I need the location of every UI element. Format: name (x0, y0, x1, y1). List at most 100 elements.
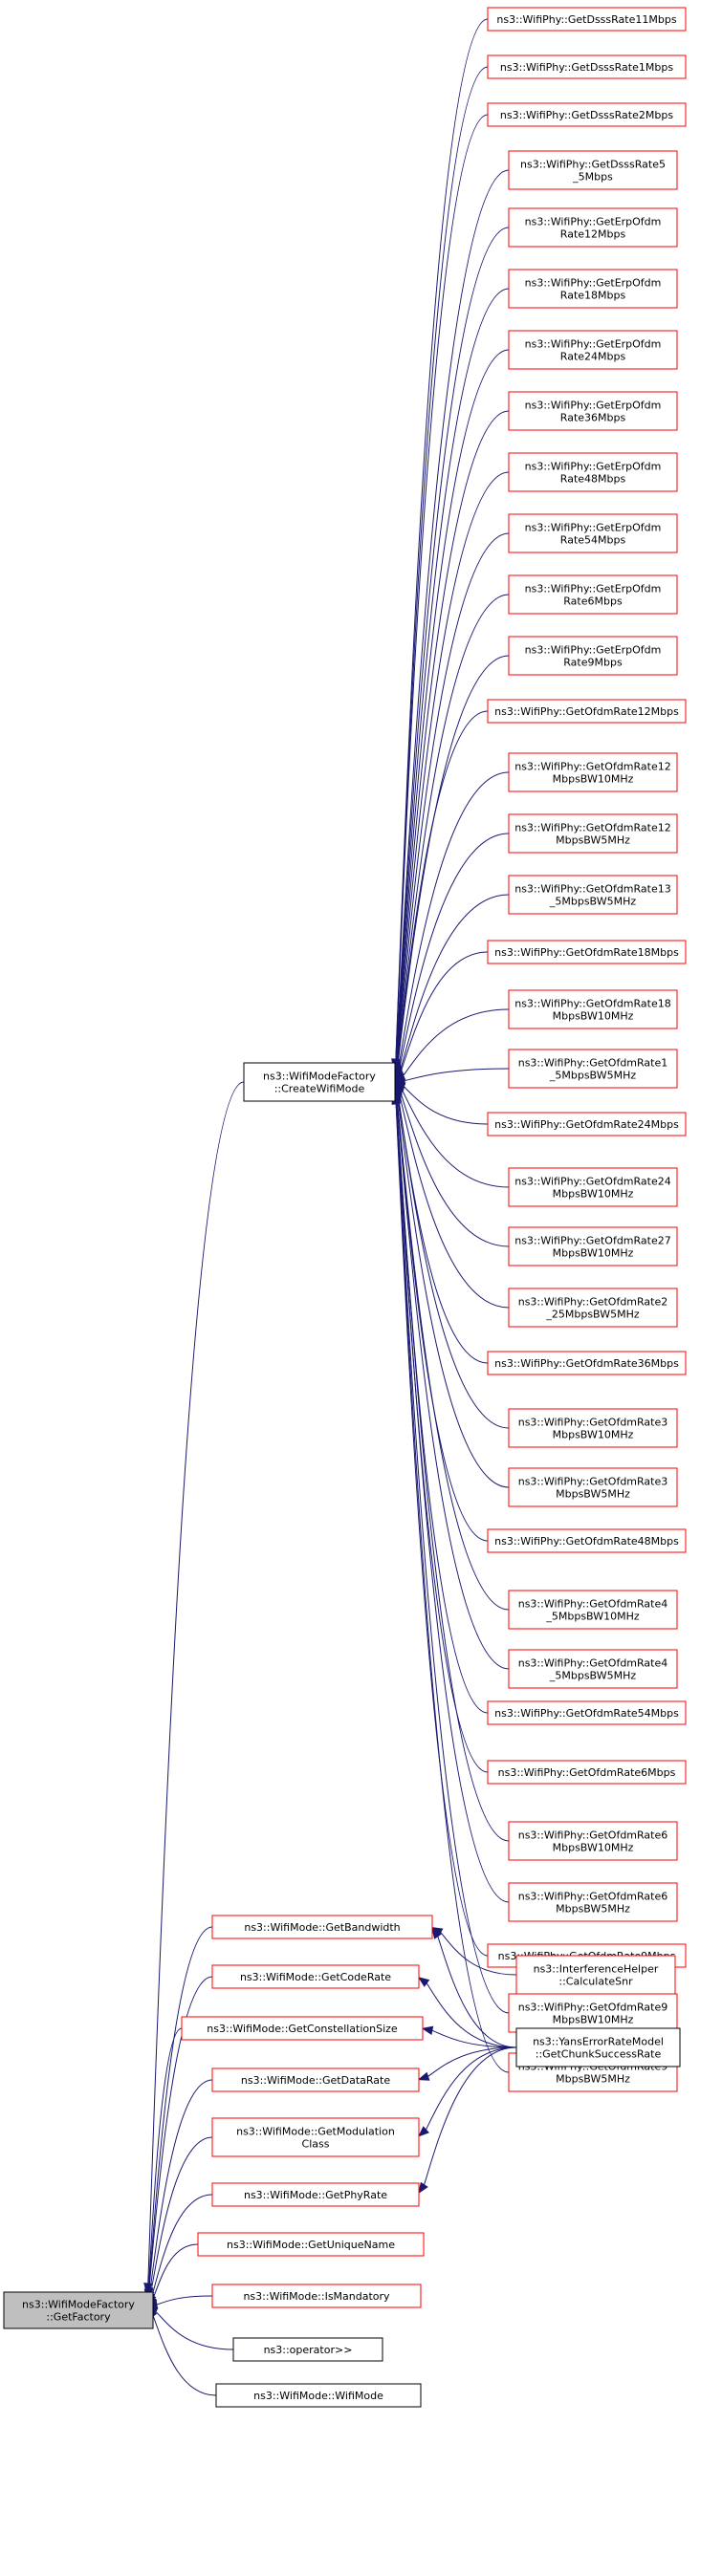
node-label: ns3::WifiPhy::GetErpOfdm (525, 644, 662, 657)
node-box (3, 2291, 154, 2329)
node-m_bw[interactable]: ns3::WifiMode::GetBandwidth (211, 1915, 433, 1939)
node-label: ns3::WifiMode::GetCodeRate (240, 1971, 391, 1983)
edge-yans-to-m_bw (431, 1927, 517, 2048)
node-label: ns3::WifiPhy::GetOfdmRate27 (514, 1235, 671, 1247)
edge-line (426, 1982, 517, 2048)
node-box (487, 102, 687, 127)
node-r1[interactable]: ns3::WifiPhy::GetDsssRate11Mbps (487, 7, 687, 32)
node-m_op[interactable]: ns3::operator>> (232, 2337, 383, 2362)
edge-line (424, 2046, 517, 2185)
node-label: ns3::WifiModeFactory (22, 2299, 135, 2311)
node-m_un[interactable]: ns3::WifiMode::GetUniqueName (197, 2232, 425, 2257)
node-label: ns3::WifiPhy::GetOfdmRate4 (518, 1598, 668, 1611)
node-box (508, 269, 678, 309)
node-m_cs[interactable]: ns3::WifiMode::GetConstellationSize (181, 2016, 424, 2041)
node-r29[interactable]: ns3::WifiPhy::GetOfdmRate4_5MbpsBW5MHz (508, 1649, 678, 1689)
edge-arrowhead (417, 2071, 430, 2081)
node-create[interactable]: ns3::WifiModeFactory::CreateWifiMode (243, 1062, 396, 1102)
node-box (211, 2284, 422, 2308)
node-label: ::CalculateSnr (558, 1976, 633, 1988)
node-label: ns3::WifiModeFactory (263, 1071, 376, 1083)
node-label: ns3::WifiPhy::GetOfdmRate2 (518, 1296, 668, 1309)
node-yans[interactable]: ns3::YansErrorRateModel::GetChunkSuccess… (515, 2027, 681, 2067)
node-m_dr[interactable]: ns3::WifiMode::GetDataRate (211, 2067, 420, 2092)
node-box (487, 1700, 687, 1725)
edge-line (397, 1094, 489, 1364)
edge-line (396, 1098, 510, 1670)
node-r13[interactable]: ns3::WifiPhy::GetOfdmRate12Mbps (487, 699, 687, 724)
node-box (487, 1528, 687, 1553)
node-r28[interactable]: ns3::WifiPhy::GetOfdmRate4_5MbpsBW10MHz (508, 1590, 678, 1630)
edge-yans-to-m_pr (418, 2046, 517, 2195)
node-ih[interactable]: ns3::InterferenceHelper::CalculateSnr (515, 1955, 676, 1995)
node-box (487, 1351, 687, 1375)
edge-line (398, 833, 510, 1071)
edge-line (425, 2046, 517, 2131)
node-label: ns3::WifiMode::WifiMode (253, 2390, 383, 2402)
node-label: ns3::WifiMode::IsMandatory (243, 2290, 390, 2303)
node-label: _5MbpsBW5MHz (549, 1670, 636, 1682)
node-m_wm[interactable]: ns3::WifiMode::WifiMode (215, 2383, 422, 2408)
node-r3[interactable]: ns3::WifiPhy::GetDsssRate2Mbps (487, 102, 687, 127)
node-label: _25MbpsBW5MHz (545, 1309, 639, 1321)
node-label: ns3::WifiPhy::GetOfdmRate18Mbps (494, 946, 679, 959)
node-box (508, 875, 678, 915)
node-getfactory[interactable]: ns3::WifiModeFactory::GetFactory (3, 2291, 154, 2329)
node-label: ns3::WifiPhy::GetOfdmRate24 (514, 1176, 671, 1188)
node-r30[interactable]: ns3::WifiPhy::GetOfdmRate54Mbps (487, 1700, 687, 1725)
node-m_im[interactable]: ns3::WifiMode::IsMandatory (211, 2284, 422, 2308)
node-r31[interactable]: ns3::WifiPhy::GetOfdmRate6Mbps (487, 1760, 687, 1785)
node-box (211, 2067, 420, 2092)
node-r4[interactable]: ns3::WifiPhy::GetDsssRate5_5Mbps (508, 150, 678, 190)
node-label: _5Mbps (572, 171, 613, 184)
node-label: ns3::WifiPhy::GetOfdmRate3 (518, 1417, 668, 1429)
node-box (197, 2232, 425, 2257)
node-r19[interactable]: ns3::WifiPhy::GetOfdmRate1_5MbpsBW5MHz (508, 1049, 678, 1089)
edge-line (397, 771, 510, 1070)
node-r16[interactable]: ns3::WifiPhy::GetOfdmRate13_5MbpsBW5MHz (508, 875, 678, 915)
node-r20[interactable]: ns3::WifiPhy::GetOfdmRate24Mbps (487, 1112, 687, 1136)
node-r23[interactable]: ns3::WifiPhy::GetOfdmRate2_25MbpsBW5MHz (508, 1288, 678, 1328)
node-r17[interactable]: ns3::WifiPhy::GetOfdmRate18Mbps (487, 940, 687, 964)
node-label: ns3::WifiPhy::GetErpOfdm (525, 277, 662, 290)
node-label: Rate48Mbps (560, 473, 626, 486)
node-r27[interactable]: ns3::WifiPhy::GetOfdmRate48Mbps (487, 1528, 687, 1553)
edge-m_im-to-getfactory (145, 2295, 213, 2309)
edge-line (148, 1926, 213, 2288)
node-m_cr[interactable]: ns3::WifiMode::GetCodeRate (211, 1964, 420, 1989)
edge-yans-to-m_dr (417, 2046, 517, 2081)
node-box (243, 1062, 396, 1102)
edge-line (395, 1102, 489, 1957)
edge-line (399, 1093, 510, 1309)
node-box (508, 513, 678, 553)
node-r2[interactable]: ns3::WifiPhy::GetDsssRate1Mbps (487, 54, 687, 79)
node-r24[interactable]: ns3::WifiPhy::GetOfdmRate36Mbps (487, 1351, 687, 1375)
node-box (487, 54, 687, 79)
node-label: ns3::WifiPhy::GetErpOfdm (525, 338, 662, 351)
node-box (232, 2337, 383, 2362)
node-m_pr[interactable]: ns3::WifiMode::GetPhyRate (211, 2182, 420, 2207)
node-box (508, 1821, 678, 1861)
node-label: ns3::WifiPhy::GetOfdmRate9 (518, 2002, 668, 2014)
node-label: ns3::WifiMode::GetBandwidth (244, 1921, 400, 1934)
edge-r19-to-create (393, 1068, 510, 1086)
